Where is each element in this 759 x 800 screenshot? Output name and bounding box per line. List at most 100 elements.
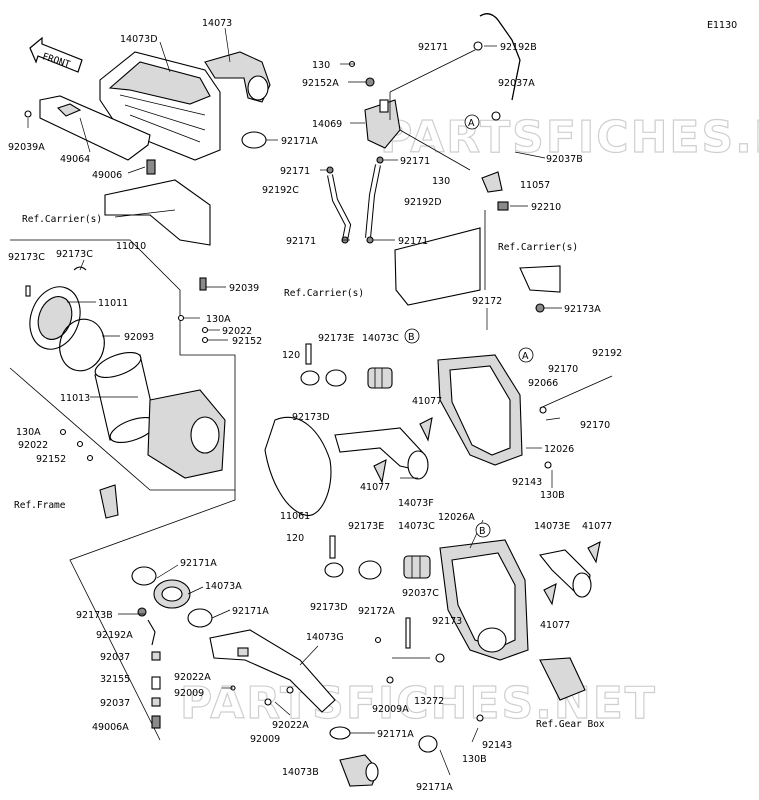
- callout-92173C-2: 92173C: [56, 249, 93, 260]
- carrier-ref-2: [394, 227, 481, 306]
- callout-92173E-2: 92173E: [348, 521, 384, 532]
- callout-92143-2: 92143: [482, 740, 512, 751]
- clip-41077-c: [587, 541, 601, 564]
- gearbox-ref: [539, 657, 586, 701]
- callout-11057: 11057: [520, 180, 550, 191]
- callout-ref-carrier-2: Ref.Carrier(s): [498, 242, 578, 253]
- coupler-14073A: [153, 579, 191, 609]
- screw-92039A: [24, 110, 32, 118]
- callout-92037B: 92037B: [546, 154, 583, 165]
- callout-92171A-5: 92171A: [416, 782, 453, 793]
- callout-11011: 11011: [98, 298, 128, 309]
- callout-92037C: 92037C: [402, 588, 439, 599]
- clip-41077-d: [543, 583, 557, 606]
- clamp-92171A-top: [241, 131, 267, 149]
- callout-ref-frame: Ref.Frame: [14, 500, 66, 511]
- callout-92170-2: 92170: [580, 420, 610, 431]
- carrier-ref-3: [519, 265, 561, 293]
- callout-49006A: 49006A: [92, 722, 129, 733]
- callout-92022A-1: 92022A: [174, 672, 211, 683]
- callout-92152-1: 92152: [232, 336, 262, 347]
- callout-12026: 12026: [544, 444, 574, 455]
- callout-11013: 11013: [60, 393, 90, 404]
- ref-circle-b-1-label: B: [408, 332, 415, 343]
- callout-92171-2: 92171: [400, 156, 430, 167]
- resonator-12026: [437, 354, 523, 466]
- clamp-92173D: [300, 370, 320, 386]
- callout-92172A: 92172A: [358, 606, 395, 617]
- bolt-120-b: [329, 535, 336, 559]
- callout-92009A: 92009A: [372, 704, 409, 715]
- callout-92171-1: 92171: [418, 42, 448, 53]
- callout-32155: 32155: [100, 674, 130, 685]
- front-arrow-icon: FRONT: [29, 36, 83, 73]
- callout-92171-5: 92171: [398, 236, 428, 247]
- callout-14073C-2: 14073C: [398, 521, 435, 532]
- ref-circle-a-2-label: A: [522, 351, 529, 362]
- callout-130B-1: 130B: [540, 490, 565, 501]
- ref-circle-a-1: [464, 114, 480, 130]
- callout-41077-1: 41077: [412, 396, 442, 407]
- callout-92037A: 92037A: [498, 78, 535, 89]
- callout-130A-1: 130A: [206, 314, 231, 325]
- callout-92152A: 92152A: [302, 78, 339, 89]
- ref-circle-b-2-label: B: [479, 526, 486, 537]
- callout-92171A-4: 92171A: [377, 729, 414, 740]
- bolt-92039: [199, 277, 207, 291]
- intake-duct-14073: [204, 51, 271, 103]
- o-ring-92093: [59, 318, 105, 372]
- bolt-120-a: [305, 343, 312, 365]
- callout-14069: 14069: [312, 119, 342, 130]
- callout-92192C: 92192C: [262, 185, 299, 196]
- coupler-14073B: [339, 754, 379, 787]
- callout-92192B: 92192B: [500, 42, 537, 53]
- callout-92171-3: 92171: [280, 166, 310, 177]
- callout-14073D: 14073D: [120, 34, 158, 45]
- clip-92173C-a: [25, 285, 31, 297]
- callout-92173D-2: 92173D: [310, 602, 348, 613]
- callout-49006: 49006: [92, 170, 122, 181]
- filter-element-11013: [94, 351, 157, 444]
- callout-41077-4: 41077: [540, 620, 570, 631]
- callout-11061: 11061: [280, 511, 310, 522]
- callout-92171A-3: 92171A: [232, 606, 269, 617]
- clip-41077-b: [373, 459, 387, 484]
- duct-14073C-b: [403, 555, 431, 579]
- duct-14073C-a: [367, 367, 393, 389]
- callout-92022-2: 92022: [18, 440, 48, 451]
- hose-92037C: [405, 617, 411, 649]
- callout-92173D: 92173D: [292, 412, 330, 423]
- bolt-92143-b: [476, 714, 484, 722]
- callout-49064: 49064: [60, 154, 90, 165]
- callout-14073B: 14073B: [282, 767, 319, 778]
- callout-92173E-1: 92173E: [318, 333, 354, 344]
- callout-14073G: 14073G: [306, 632, 344, 643]
- clamp-92173E-a: [325, 369, 347, 387]
- callout-92172: 92172: [472, 296, 502, 307]
- callout-92173B: 92173B: [76, 610, 113, 621]
- callout-92170-1: 92170: [548, 364, 578, 375]
- callout-130A-2: 130A: [16, 427, 41, 438]
- callout-92066: 92066: [528, 378, 558, 389]
- callout-12026A: 12026A: [438, 512, 475, 523]
- callout-92192A: 92192A: [96, 630, 133, 641]
- callout-ref-gear-box: Ref.Gear Box: [536, 719, 605, 730]
- callout-92210: 92210: [531, 202, 561, 213]
- callout-130-1: 130: [312, 60, 330, 71]
- callout-92039: 92039: [229, 283, 259, 294]
- clip-92173C-b: [73, 266, 87, 271]
- callout-92171-4: 92171: [286, 236, 316, 247]
- ref-circle-b-2: [475, 522, 491, 538]
- callout-92022-1: 92022: [222, 326, 252, 337]
- callout-92173C-1: 92173C: [8, 252, 45, 263]
- callout-92192: 92192: [592, 348, 622, 359]
- callout-92037-2: 92037: [100, 698, 130, 709]
- ref-circle-a-2: [518, 347, 534, 363]
- callout-labels: 14073 14073D 92039A 49064 92171A 49006 R…: [8, 18, 622, 793]
- callout-92152-2: 92152: [36, 454, 66, 465]
- bolt-92143-a: [544, 461, 552, 469]
- ref-circle-a-1-label: A: [468, 118, 475, 129]
- callout-120-2: 120: [286, 533, 304, 544]
- clip-41077-a: [419, 417, 433, 442]
